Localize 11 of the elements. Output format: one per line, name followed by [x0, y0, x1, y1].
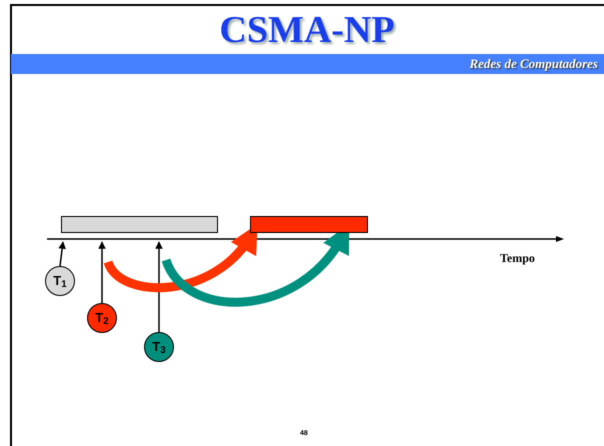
station-label: T$_{3}$: [152, 340, 166, 354]
arrow: [155, 241, 163, 332]
station-label: T$_{1}$: [53, 274, 67, 288]
arrow: [58, 241, 66, 266]
transmission-bar: [61, 216, 218, 233]
axis-label: Tempo: [500, 251, 535, 265]
station-label: T$_{2}$: [95, 311, 109, 325]
slide-title: CSMA-NP: [218, 8, 396, 52]
transmission-bar: [250, 216, 368, 233]
course-name: Redes de Computadores: [469, 56, 598, 72]
arrow: [98, 241, 106, 303]
